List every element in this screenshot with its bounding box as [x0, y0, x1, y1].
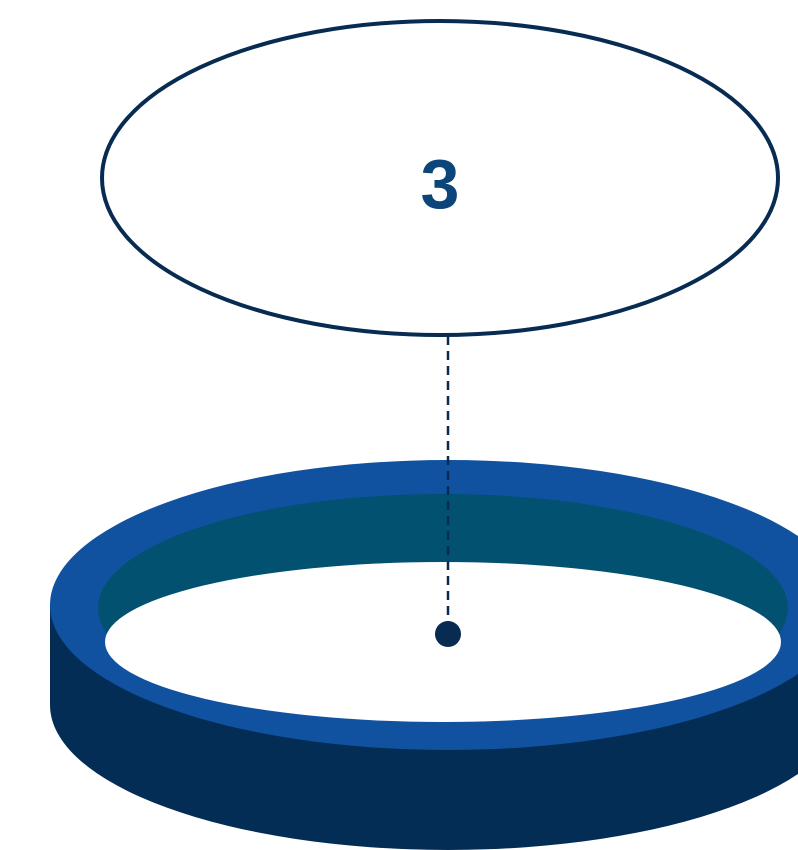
anchor-dot: [435, 621, 461, 647]
step-number: 3: [421, 145, 460, 223]
ring-base: [50, 460, 798, 850]
